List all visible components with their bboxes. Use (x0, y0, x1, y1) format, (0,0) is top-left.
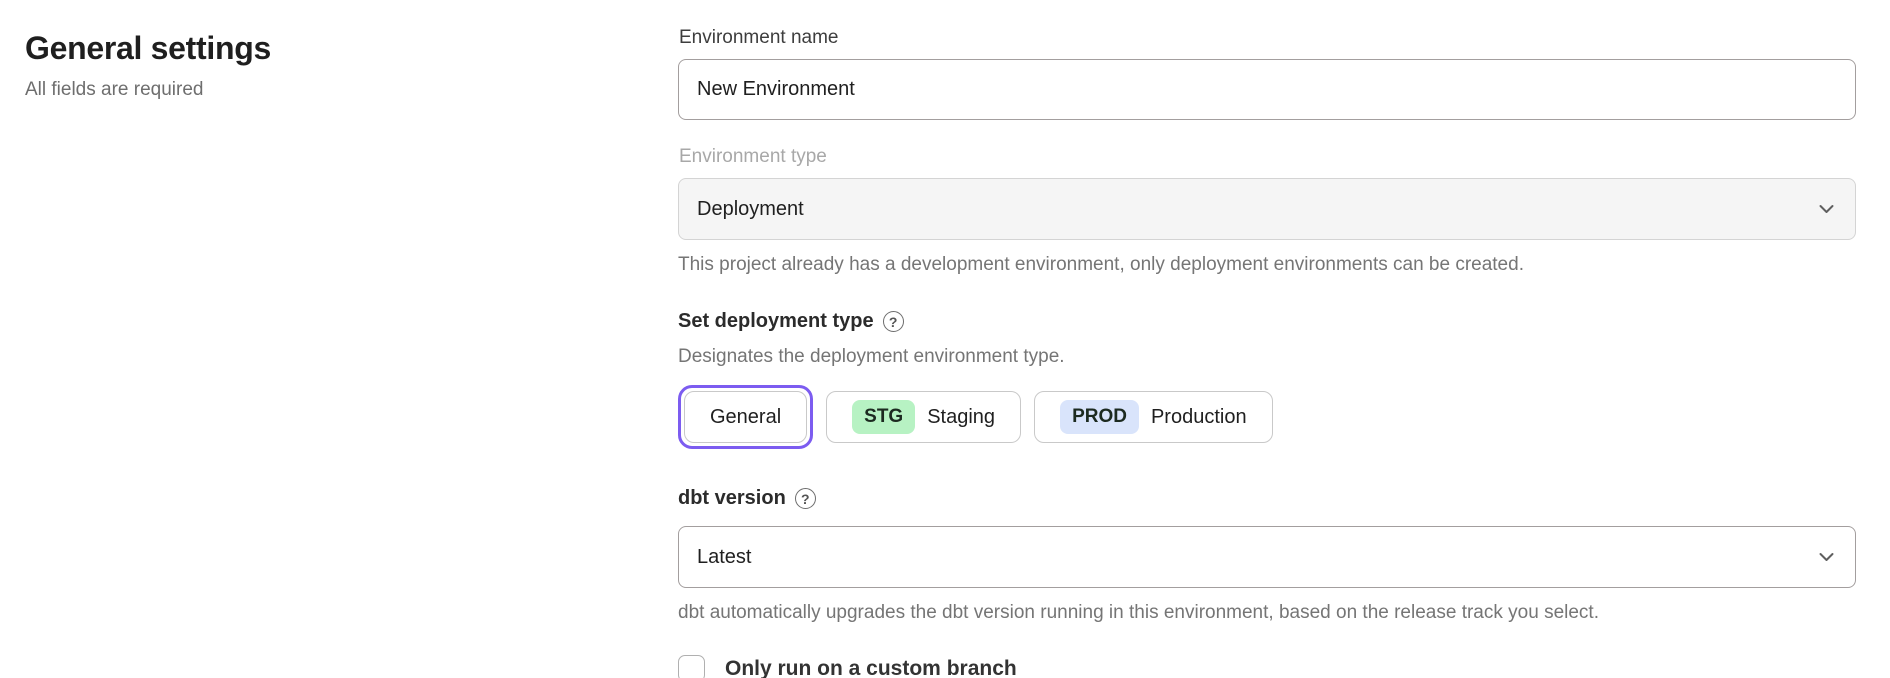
deployment-type-staging-button[interactable]: STG Staging (826, 391, 1021, 443)
chevron-down-icon (1818, 204, 1835, 215)
environment-type-field: Environment type Deployment This project… (678, 146, 1856, 276)
deployment-type-production-button[interactable]: PROD Production (1034, 391, 1273, 443)
deployment-type-staging-label: Staging (927, 406, 995, 429)
environment-type-label: Environment type (679, 146, 1856, 168)
deployment-type-production-label: Production (1151, 406, 1247, 429)
deployment-type-general-label: General (710, 406, 781, 429)
deployment-type-section: Set deployment type ? Designates the dep… (678, 310, 1856, 449)
settings-header: General settings All fields are required (25, 30, 585, 101)
settings-form: Environment name Environment type Deploy… (678, 27, 1856, 678)
environment-type-select: Deployment (678, 178, 1856, 240)
environment-name-input[interactable] (678, 59, 1856, 120)
deployment-type-general-button[interactable]: General (684, 391, 807, 443)
deployment-type-heading-row: Set deployment type ? (678, 310, 1856, 333)
help-icon[interactable]: ? (795, 488, 816, 509)
environment-name-label: Environment name (679, 27, 1856, 49)
custom-branch-label[interactable]: Only run on a custom branch (725, 657, 1017, 678)
custom-branch-row: Only run on a custom branch (678, 655, 1856, 678)
dbt-version-helper: dbt automatically upgrades the dbt versi… (678, 602, 1856, 624)
dbt-version-select[interactable]: Latest (678, 526, 1856, 588)
environment-type-helper: This project already has a development e… (678, 254, 1856, 276)
deployment-type-heading: Set deployment type (678, 310, 874, 333)
page-subtitle: All fields are required (25, 79, 585, 101)
environment-type-value: Deployment (697, 198, 804, 221)
custom-branch-checkbox[interactable] (678, 655, 705, 678)
dbt-version-label: dbt version (678, 487, 786, 510)
page-title: General settings (25, 30, 585, 67)
selected-option-ring: General (678, 385, 813, 449)
production-badge: PROD (1060, 400, 1139, 434)
deployment-type-description: Designates the deployment environment ty… (678, 346, 1856, 368)
dbt-version-heading-row: dbt version ? (678, 487, 1856, 510)
chevron-down-icon (1818, 552, 1835, 563)
help-icon[interactable]: ? (883, 311, 904, 332)
staging-badge: STG (852, 400, 915, 434)
deployment-type-options: General STG Staging PROD Production (678, 385, 1856, 449)
dbt-version-value: Latest (697, 546, 751, 569)
